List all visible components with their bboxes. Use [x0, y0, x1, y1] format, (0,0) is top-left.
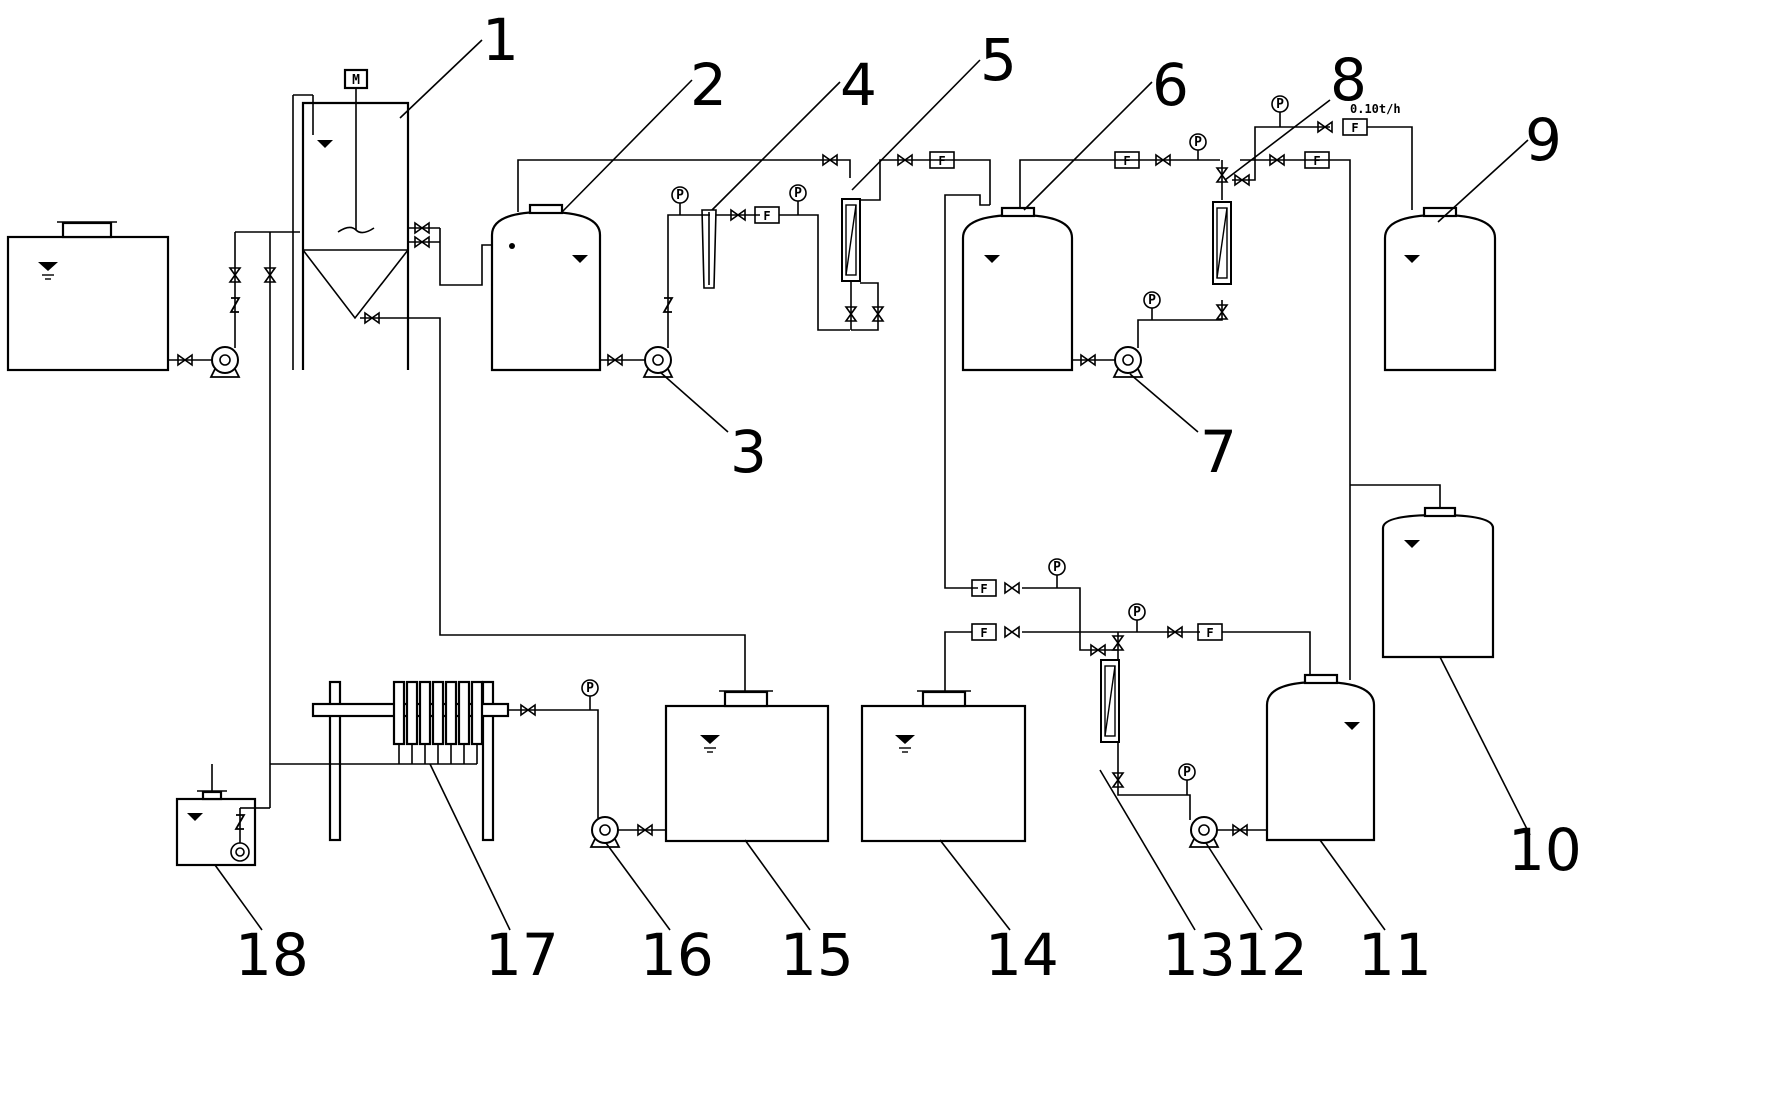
membrane-module-8: P F 0.10t/h F: [1212, 95, 1441, 680]
svg-text:P: P: [1276, 97, 1284, 112]
svg-text:P: P: [1133, 605, 1141, 620]
svg-text:P: P: [1148, 293, 1156, 308]
svg-text:F: F: [763, 209, 770, 223]
label-8: 8: [1330, 46, 1367, 114]
cartridge-filter-4: F P: [701, 184, 850, 331]
reactor-outlet-line: [408, 222, 500, 286]
recycle-line-2: [517, 154, 851, 212]
tank-11: [1265, 673, 1376, 842]
flow-rate-label: 0.10t/h: [1350, 102, 1401, 116]
tank-15: [664, 690, 830, 843]
label-15: 15: [780, 921, 854, 989]
svg-text:P: P: [586, 681, 594, 696]
label-10: 10: [1508, 816, 1582, 884]
tank-2: [490, 203, 602, 372]
motor-symbol: M: [352, 73, 360, 88]
pump-7-line: P: [1072, 291, 1228, 378]
pump-12-line: [1189, 816, 1267, 848]
svg-text:F: F: [1351, 121, 1358, 135]
pump-3-line: P: [600, 186, 710, 378]
label-1: 1: [482, 6, 519, 74]
svg-text:P: P: [676, 188, 684, 203]
label-6: 6: [1152, 51, 1189, 119]
svg-text:P: P: [1053, 560, 1061, 575]
item-labels: 1 2 3 4 5 6 7 8 9 10 11 12 13 14 15 16 1…: [235, 6, 1582, 989]
svg-text:P: P: [794, 186, 802, 201]
recycle-line-6: F P: [1019, 133, 1220, 208]
svg-text:P: P: [1183, 765, 1191, 780]
reactor-vessel: M: [292, 68, 410, 370]
label-14: 14: [985, 921, 1059, 989]
svg-text:F: F: [938, 154, 945, 168]
svg-text:F: F: [1313, 154, 1320, 168]
membrane-module-13: P: [1100, 632, 1196, 820]
label-11: 11: [1358, 921, 1432, 989]
label-3: 3: [730, 418, 767, 486]
label-17: 17: [485, 921, 559, 989]
svg-text:F: F: [980, 582, 987, 596]
label-7: 7: [1200, 418, 1237, 486]
raw-water-tank: [6, 221, 170, 372]
svg-text:P: P: [1194, 135, 1202, 150]
tank-6: [961, 206, 1074, 372]
membrane-module-5: F: [841, 151, 991, 331]
svg-text:F: F: [1123, 154, 1130, 168]
label-18: 18: [235, 921, 309, 989]
label-4: 4: [840, 51, 877, 119]
tank-18: [175, 764, 257, 867]
label-5: 5: [980, 26, 1017, 94]
label-2: 2: [690, 51, 727, 119]
svg-text:F: F: [1206, 626, 1213, 640]
label-9: 9: [1525, 106, 1562, 174]
svg-text:F: F: [980, 626, 987, 640]
label-12: 12: [1234, 921, 1308, 989]
pump-16-line: P: [508, 679, 666, 848]
raw-feed-line: [168, 231, 300, 378]
label-16: 16: [640, 921, 714, 989]
tank-10: [1381, 506, 1495, 659]
tank-9: [1383, 206, 1497, 372]
filter-press-17: [270, 680, 510, 842]
label-13: 13: [1162, 921, 1236, 989]
leader-lines: [214, 39, 1531, 931]
sludge-return-line: [360, 312, 746, 700]
lower-flow-lines: F P F P F: [944, 558, 1311, 700]
filtrate-return-line: [255, 232, 276, 809]
tank-14: [860, 690, 1027, 843]
tank-6-drain-line: [944, 194, 990, 589]
